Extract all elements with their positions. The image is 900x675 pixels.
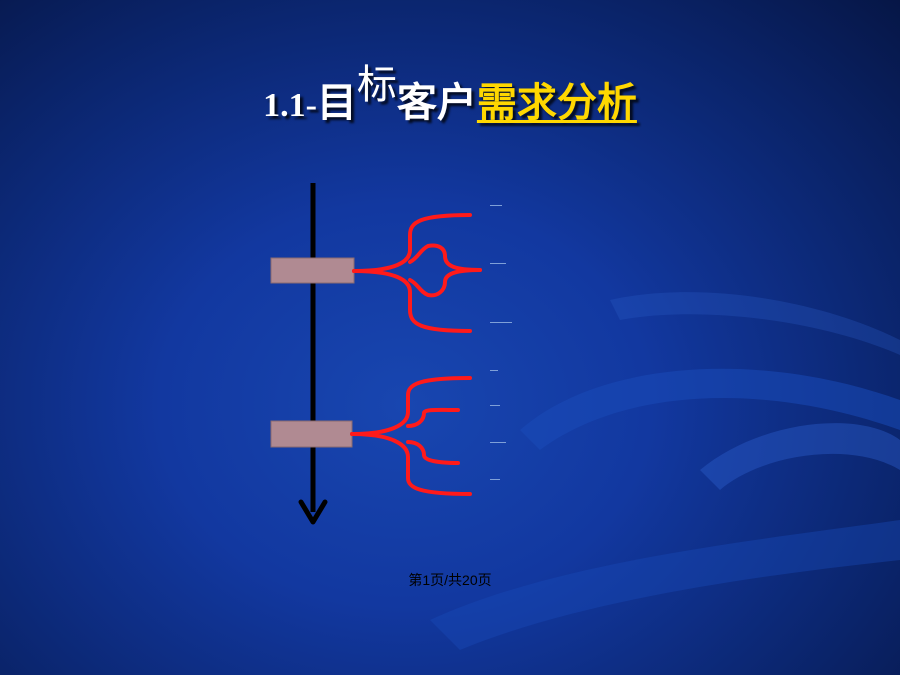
down-arrow-icon bbox=[298, 499, 328, 525]
bracket-2-bottom bbox=[350, 432, 472, 496]
bracket-1-sub-top bbox=[408, 243, 482, 272]
faint-mark bbox=[490, 205, 502, 206]
bracket-2-top bbox=[350, 376, 472, 436]
faint-mark bbox=[490, 479, 500, 480]
bracket-2-sub-top bbox=[406, 407, 460, 428]
page-number: 第1页/共20页 bbox=[408, 572, 492, 588]
bracket-1-bottom bbox=[352, 269, 472, 333]
title-char-1: 目 bbox=[316, 80, 357, 126]
faint-mark bbox=[490, 442, 506, 443]
bracket-2-sub-bottom bbox=[406, 440, 460, 465]
slide-title: 1.1-目标客户需求分析 bbox=[0, 62, 900, 128]
faint-mark bbox=[490, 263, 506, 264]
category-box-2 bbox=[270, 420, 353, 448]
title-char-2-raised: 标 bbox=[356, 62, 397, 108]
bracket-group-1 bbox=[352, 213, 482, 333]
title-highlight: 需求分析 bbox=[476, 80, 637, 126]
category-box-1 bbox=[270, 257, 355, 284]
faint-mark bbox=[490, 405, 500, 406]
faint-mark bbox=[490, 322, 512, 323]
bracket-1-top bbox=[352, 213, 472, 273]
title-char-3: 客户 bbox=[396, 80, 477, 126]
bracket-group-2 bbox=[350, 376, 472, 496]
bracket-1-sub-bottom bbox=[408, 268, 482, 298]
faint-mark bbox=[490, 370, 498, 371]
faint-label-marks bbox=[490, 205, 512, 480]
title-prefix: 1.1- bbox=[263, 87, 317, 124]
